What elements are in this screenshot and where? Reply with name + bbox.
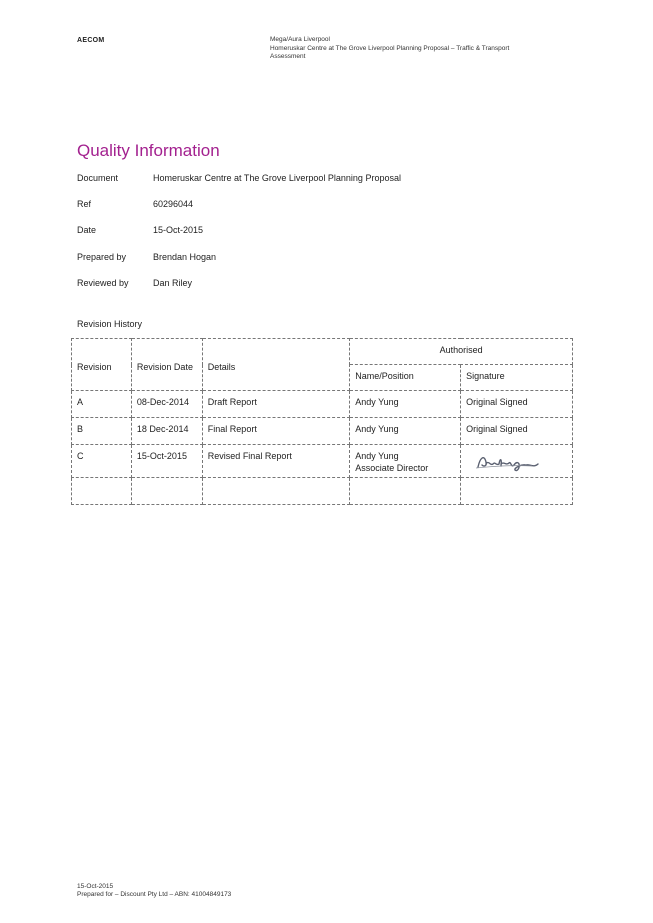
revision-history-heading: Revision History	[77, 319, 143, 329]
name-text: Andy Yung	[355, 451, 399, 461]
empty-cell	[201, 477, 351, 505]
ref-value: 60296044	[153, 199, 194, 209]
empty-cell	[349, 477, 462, 505]
table-row: A 08-Dec-2014 Draft Report Andy Yung Ori…	[71, 390, 573, 418]
document-label: Document	[77, 173, 119, 183]
prepared-by-value: Brendan Hogan	[153, 252, 217, 262]
handwritten-signature-image	[476, 456, 539, 472]
ref-label: Ref	[77, 199, 92, 209]
page-footer: 15-Oct-2015 Prepared for – Discount Pty …	[77, 883, 231, 900]
details-cell: Draft Report	[201, 390, 351, 418]
date-cell: 15-Oct-2015	[130, 444, 203, 478]
date-value: 15-Oct-2015	[153, 225, 204, 235]
table-row	[71, 477, 573, 505]
company-logo: AECOM	[77, 37, 105, 44]
reviewed-by-label: Reviewed by	[77, 278, 129, 288]
header-revision-date: Revision Date	[130, 338, 203, 391]
page-title: Quality Information	[77, 141, 220, 160]
position-text: Associate Director	[355, 463, 429, 473]
reviewed-by-value: Dan Riley	[153, 278, 193, 288]
revision-cell: B	[71, 417, 132, 445]
revision-history-table: Revision Revision Date Details Authorise…	[71, 338, 573, 505]
empty-cell	[460, 477, 573, 505]
name-cell: Andy Yung	[349, 390, 462, 418]
signature-cell	[460, 444, 573, 478]
details-cell: Final Report	[201, 417, 351, 445]
header-authorised: Authorised	[349, 338, 573, 365]
document-value: Homeruskar Centre at The Grove Liverpool…	[153, 173, 401, 183]
table-row: B 18 Dec-2014 Final Report Andy Yung Ori…	[71, 417, 573, 445]
signature-cell: Original Signed	[460, 417, 573, 445]
date-label: Date	[77, 225, 97, 235]
header-line-2: Homeruskar Centre at The Grove Liverpool…	[270, 44, 510, 52]
date-cell: 18 Dec-2014	[130, 417, 203, 445]
revision-cell: A	[71, 390, 132, 418]
footer-prepared-for: Prepared for – Discount Pty Ltd – ABN: 4…	[77, 891, 232, 899]
page-header: Mega/Aura Liverpool Homeruskar Centre at…	[270, 36, 570, 62]
header-signature: Signature	[460, 364, 573, 391]
name-position-cell: Andy Yung Associate Director	[349, 444, 462, 478]
header-details: Details	[201, 338, 351, 391]
details-cell: Revised Final Report	[201, 444, 351, 478]
footer-date: 15-Oct-2015	[77, 883, 114, 890]
prepared-by-label: Prepared by	[77, 252, 127, 262]
date-cell: 08-Dec-2014	[130, 390, 203, 418]
signature-cell: Original Signed	[460, 390, 573, 418]
table-row: C 15-Oct-2015 Revised Final Report Andy …	[71, 444, 573, 478]
header-line-1: Mega/Aura Liverpool	[270, 36, 330, 43]
header-name-position: Name/Position	[349, 364, 462, 391]
header-line-3: Assessment	[270, 53, 306, 61]
revision-cell: C	[71, 444, 132, 478]
header-revision: Revision	[71, 338, 132, 391]
empty-cell	[71, 477, 132, 505]
name-cell: Andy Yung	[349, 417, 462, 445]
empty-cell	[130, 477, 203, 505]
